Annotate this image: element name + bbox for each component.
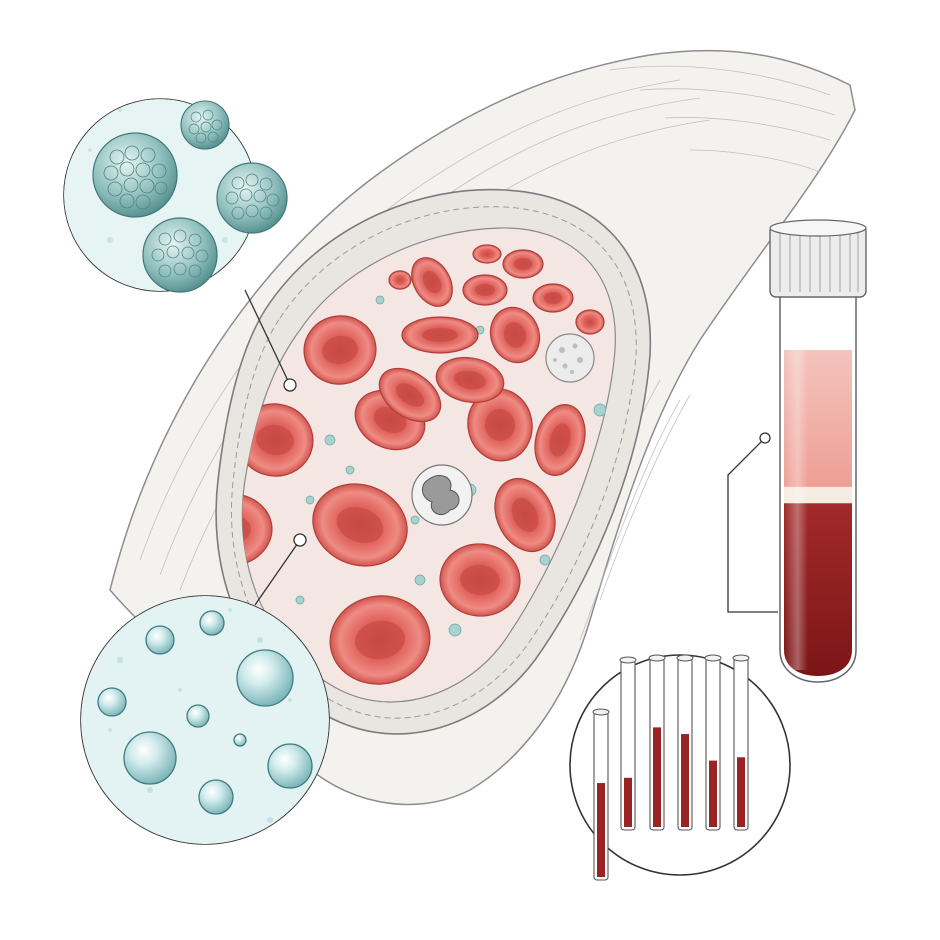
red-blood-cell bbox=[467, 388, 533, 462]
platelet-cluster-callout bbox=[63, 98, 297, 392]
hematocrit-tube bbox=[676, 654, 694, 831]
plasma-droplet-callout bbox=[80, 533, 330, 845]
plasma-droplet bbox=[198, 779, 234, 815]
hematocrit-fill bbox=[709, 760, 717, 827]
red-blood-cell bbox=[401, 316, 479, 354]
red-blood-cell bbox=[472, 244, 502, 264]
hematocrit-tube bbox=[592, 708, 610, 881]
red-blood-cell bbox=[242, 493, 273, 567]
hematocrit-tubes-callout bbox=[569, 654, 791, 881]
white-blood-cell bbox=[411, 464, 473, 526]
red-blood-cell bbox=[435, 356, 505, 404]
plasma-droplets bbox=[97, 610, 313, 815]
hematocrit-fill bbox=[597, 783, 605, 877]
blood-test-tube bbox=[727, 219, 867, 683]
red-blood-cell bbox=[388, 270, 412, 290]
plasma-droplet bbox=[145, 625, 175, 655]
callout-leader-line bbox=[254, 539, 301, 606]
plasma-droplet bbox=[236, 649, 294, 707]
vessel-wall-pattern bbox=[231, 206, 637, 719]
platelet-cluster bbox=[92, 132, 178, 218]
plasma-droplet bbox=[186, 704, 210, 728]
red-blood-cell bbox=[575, 309, 605, 335]
red-blood-cell bbox=[439, 543, 521, 617]
red-blood-cell bbox=[502, 249, 544, 279]
red-blood-cell bbox=[312, 483, 408, 567]
red-blood-cells bbox=[242, 244, 605, 685]
callout-marker bbox=[759, 432, 771, 444]
plasma-droplet bbox=[233, 733, 247, 747]
hematocrit-fill bbox=[653, 727, 661, 827]
hematocrit-tubes bbox=[592, 654, 750, 881]
hematocrit-tube bbox=[619, 656, 637, 831]
platelet-cluster bbox=[180, 100, 230, 150]
red-blood-cell bbox=[462, 274, 508, 306]
hematocrit-fill bbox=[737, 757, 745, 827]
hematocrit-tube bbox=[704, 654, 722, 831]
callout-marker bbox=[293, 533, 307, 547]
red-blood-cell bbox=[534, 404, 586, 476]
red-blood-cell bbox=[494, 477, 556, 553]
callout-leader-line bbox=[244, 289, 291, 386]
callout-leader-line bbox=[727, 437, 778, 613]
platelet-cluster bbox=[216, 162, 288, 234]
hematocrit-fill bbox=[624, 777, 632, 827]
red-blood-cell bbox=[411, 257, 453, 307]
red-blood-cell bbox=[378, 367, 442, 423]
plasma-droplet bbox=[267, 743, 313, 789]
white-blood-cell bbox=[545, 333, 595, 383]
platelet-cluster bbox=[142, 217, 218, 293]
plasma-droplet bbox=[97, 687, 127, 717]
callout-marker bbox=[283, 378, 297, 392]
hematocrit-tube bbox=[732, 654, 750, 831]
red-blood-cell bbox=[329, 595, 431, 685]
plasma-droplet bbox=[123, 731, 177, 785]
blood-vessel bbox=[109, 49, 856, 806]
red-blood-cell bbox=[489, 306, 541, 364]
red-blood-cell bbox=[532, 283, 574, 313]
red-blood-cell bbox=[303, 315, 377, 385]
hematocrit-tube bbox=[648, 654, 666, 831]
plasma-droplet bbox=[199, 610, 225, 636]
hematocrit-fill bbox=[681, 734, 689, 827]
lumen-contents bbox=[242, 244, 607, 685]
